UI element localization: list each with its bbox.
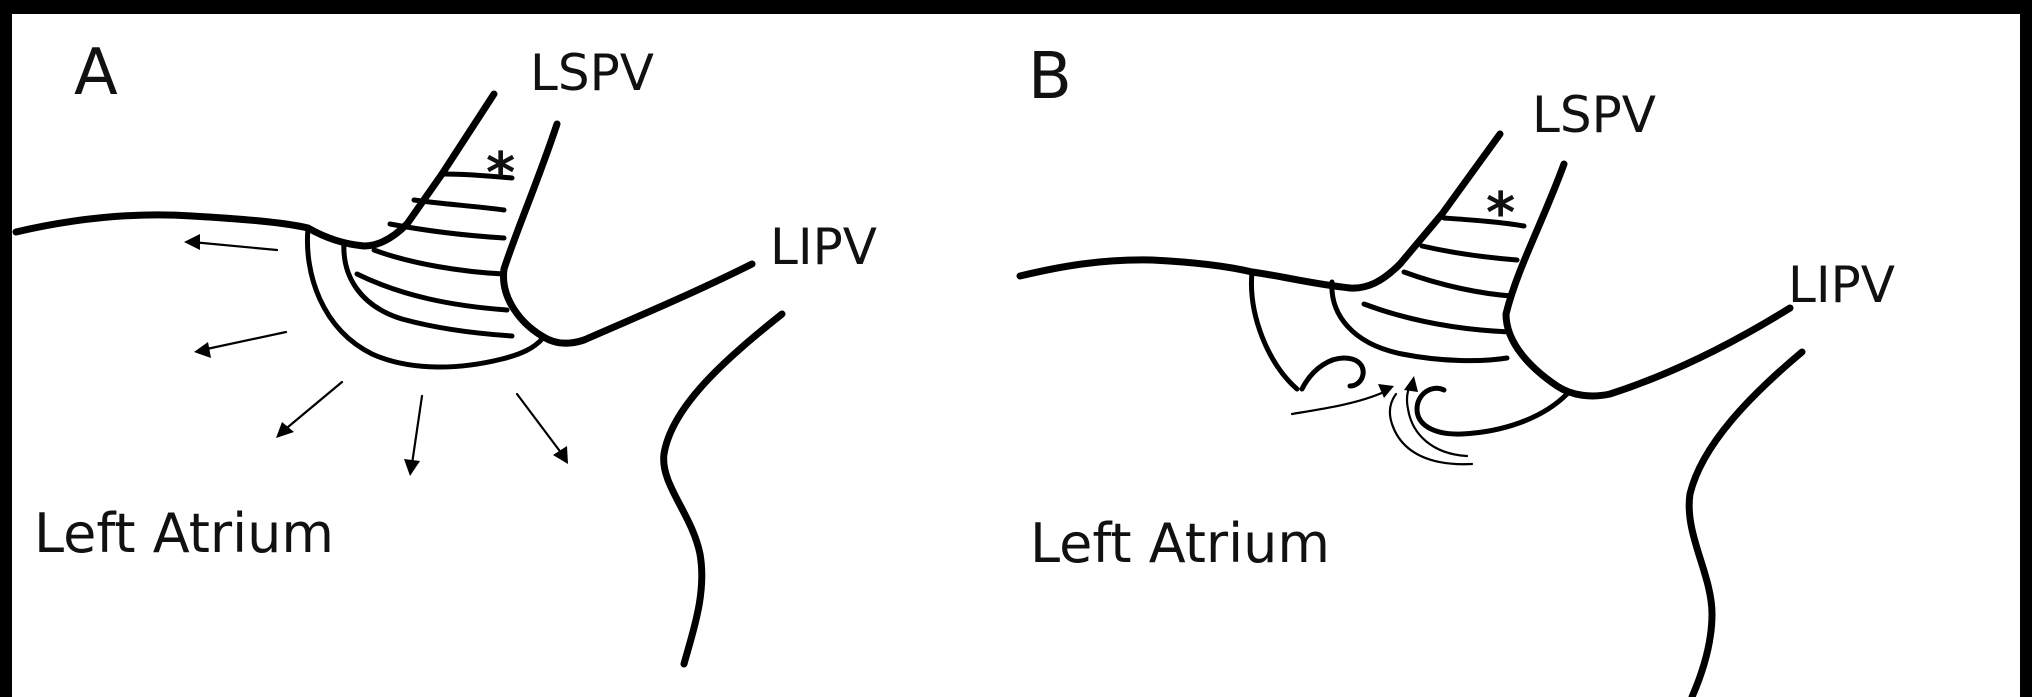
panel-b-striation-2 [1422,246,1517,260]
panel-b-atrial-wall [1020,260,1252,276]
panel-b-letter: B [1028,40,1072,114]
panel-a-arrow-3 [276,382,342,438]
panel-b-lspv-right-wall [1506,164,1790,396]
panel-a-arrow-4 [404,396,422,476]
panel-b-reentry-circuit [1292,358,1472,464]
panel-a-asterisk: * [486,141,515,206]
panel-a-arrow-1 [184,234,277,250]
panel-a-striation-3 [374,250,504,274]
diagram-svg: A LSPV LIPV Left Atrium [12,14,2020,697]
panel-a-lspv-label: LSPV [530,44,654,102]
panel-b-flow-arrowhead-2 [1404,376,1418,392]
panel-a-sleeve-inner [344,242,512,336]
panel-b-left-atrium-label: Left Atrium [1030,512,1330,575]
panel-a: A LSPV LIPV Left Atrium [16,36,877,664]
panel-a-lipv-label: LIPV [770,218,877,276]
panel-b-asterisk: * [1486,181,1515,246]
panel-a-lipv-lower-wall [664,314,782,664]
panel-b-lipv-lower-wall [1689,352,1802,697]
panel-b-flow-line-1 [1292,392,1384,414]
panel-a-letter: A [74,36,118,110]
panel-a-lspv-right-wall [504,124,752,343]
panel-a-atrial-wall [16,215,308,232]
panel-b-left-loop [1302,358,1363,389]
panel-b-striation-4 [1364,304,1510,332]
panel-b-flow-arrowhead-1 [1378,384,1394,398]
panel-b-sleeve-outer [1251,272,1297,389]
panel-b-lipv-label: LIPV [1788,256,1895,314]
panel-a-lspv-left-wall [308,94,494,246]
panel-a-striation-2 [390,224,504,238]
panel-b-flow-line-2 [1407,386,1467,456]
panel-b: B LSPV LIPV Left Atrium [1020,40,1895,697]
panel-a-arrow-2 [194,332,286,358]
panel-a-left-atrium-label: Left Atrium [34,502,334,565]
panel-b-sleeve-right [1417,388,1567,434]
panel-a-striation-4 [357,274,507,310]
panel-b-lspv-left-wall [1252,134,1500,288]
panel-b-lspv-label: LSPV [1532,86,1656,144]
panel-b-striation-3 [1404,272,1512,296]
panel-a-arrow-5 [517,394,568,464]
diagram-canvas: A LSPV LIPV Left Atrium [12,14,2020,697]
